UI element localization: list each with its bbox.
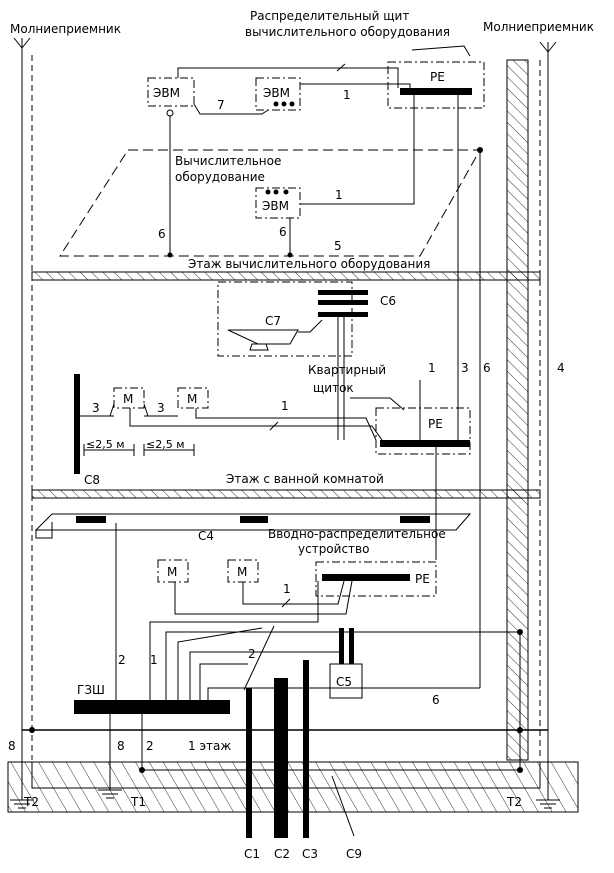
c5-box [329, 663, 363, 699]
conductor-8-gz: 8 [117, 739, 125, 753]
distance-1: ≤2,5 м [86, 438, 125, 451]
evm-3 [255, 187, 301, 219]
c5-label: С5 [336, 675, 352, 689]
comp-equipment-line1: Вычислительное [175, 154, 281, 168]
m-box-2-label: M [187, 392, 197, 406]
c1-label: С1 [244, 847, 260, 861]
c6-c7-box [217, 281, 353, 357]
vru-board [315, 561, 437, 597]
conductor-2-mid: 2 [248, 647, 256, 661]
conductor-1-evm3: 1 [335, 188, 343, 202]
evm-1-label: ЭВМ [153, 86, 180, 100]
conductor-1-bath: 1 [428, 361, 436, 375]
conductor-5-label: 5 [334, 239, 342, 253]
conductor-6-mid: 6 [279, 225, 287, 239]
m-box-2 [177, 387, 209, 409]
building-column [506, 59, 529, 761]
pe-bus-top [400, 88, 472, 95]
c8-label: С8 [84, 473, 100, 487]
distance-2: ≤2,5 м [146, 438, 185, 451]
c7-label: С7 [265, 314, 281, 328]
lightning-rod-left-label: Молниеприемник [10, 22, 121, 36]
computer-distribution-board [387, 61, 485, 109]
t1-label: Т1 [130, 795, 146, 809]
c4-strip [34, 513, 472, 539]
earth-t1 [98, 789, 122, 799]
lightning-rod-left [13, 37, 33, 798]
c1-pipe [246, 688, 252, 838]
c6-label: С6 [380, 294, 396, 308]
conductor-1-feed: 1 [150, 653, 158, 667]
conductor-4-label: 4 [557, 361, 565, 375]
conductor-6-bottom: 6 [432, 693, 440, 707]
t2-right-label: Т2 [506, 795, 522, 809]
evm-2 [255, 77, 301, 111]
c3-label: С3 [302, 847, 318, 861]
conductor-7-label: 7 [217, 98, 225, 112]
c3-pipe [303, 660, 309, 838]
t2-left-label: Т2 [23, 795, 39, 809]
evm-2-label: ЭВМ [263, 86, 290, 100]
earth-t2-right [536, 799, 560, 809]
bathtub [227, 329, 299, 351]
c8-bar [74, 374, 80, 474]
conductor-3-m: 3 [157, 401, 165, 415]
conductor-1-m: 1 [281, 399, 289, 413]
lightning-rod-right-label: Молниеприемник [483, 20, 594, 34]
conductor-6-left: 6 [158, 227, 166, 241]
conductor-1-top: 1 [343, 88, 351, 102]
c4-label: С4 [198, 529, 214, 543]
board-title-line2: вычислительного оборудования [245, 25, 450, 39]
m-box-1 [113, 387, 145, 409]
earth-t2-left [10, 798, 34, 809]
evm-3-label: ЭВМ [262, 199, 289, 213]
lightning-rod-right [539, 41, 557, 800]
first-floor-label: 1 этаж [188, 739, 231, 753]
conductor-6-riser: 6 [483, 361, 491, 375]
apartment-board-line2: щиток [313, 381, 354, 395]
gzsh-bus [74, 700, 230, 714]
floor-comp-label: Этаж вычислительного оборудования [188, 257, 430, 271]
pe-vru-label: PE [415, 572, 430, 586]
c2-label: С2 [274, 847, 290, 861]
c9-label: С9 [346, 847, 362, 861]
m-box-4-label: M [237, 565, 247, 579]
pe-apartment-label: PE [428, 417, 443, 431]
comp-equipment-line2: оборудование [175, 170, 265, 184]
vru-line2: устройство [298, 542, 369, 556]
comp-floor-plane [59, 149, 481, 257]
evm-1 [147, 77, 195, 107]
gzsh-label: ГЗШ [77, 683, 105, 697]
conductor-3-c8: 3 [92, 401, 100, 415]
conductor-2-ground: 2 [146, 739, 154, 753]
floor-slab-comp [31, 271, 541, 281]
conductor-3-riser: 3 [461, 361, 469, 375]
apartment-board-line1: Квартирный [308, 363, 386, 377]
pe-bus-apartment [380, 440, 470, 447]
m-box-3-label: M [167, 565, 177, 579]
m-box-3 [157, 559, 189, 583]
m-box-1-label: M [123, 392, 133, 406]
pe-bus-vru [322, 574, 410, 581]
conductor-2-left: 2 [118, 653, 126, 667]
apartment-board [375, 407, 471, 455]
pe-top-label: PE [430, 70, 445, 84]
floor-bath-label: Этаж с ванной комнатой [226, 472, 384, 486]
conductor-8-left: 8 [8, 739, 16, 753]
c2-pipe [274, 678, 288, 838]
floor-slab-bath [31, 489, 541, 499]
conductor-1-vru: 1 [283, 582, 291, 596]
vru-line1: Вводно-распределительное [268, 527, 446, 541]
board-title-line1: Распределительный щит [250, 9, 409, 23]
